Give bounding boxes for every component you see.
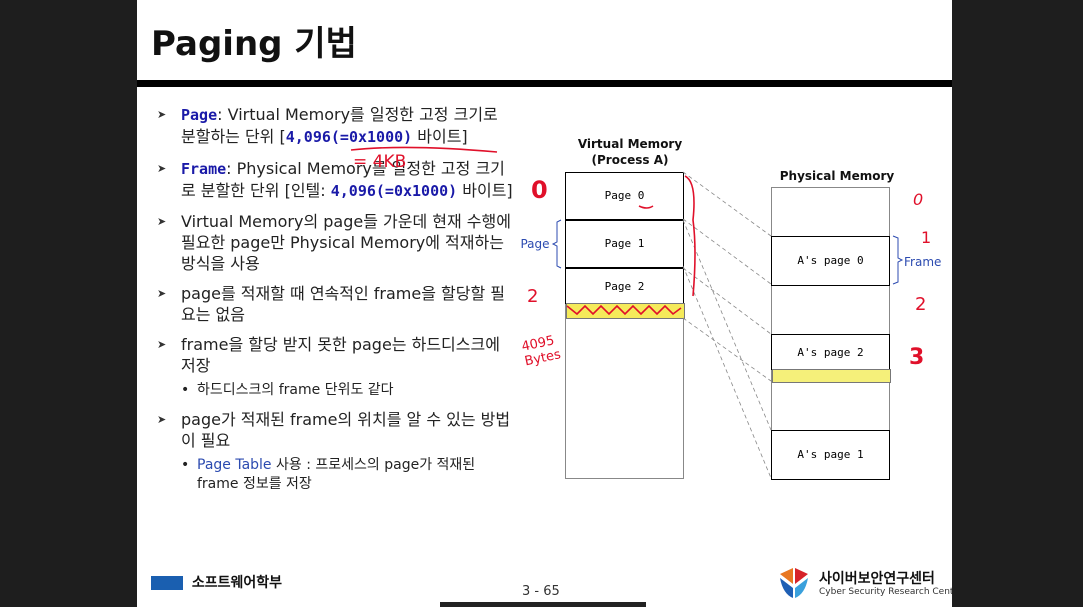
handwritten-4kb: = 4KB	[353, 152, 407, 172]
slide: Paging 기법 ➤ Page: Virtual Memory를 일정한 고정…	[137, 0, 952, 607]
handwritten-3: 3	[909, 345, 925, 370]
footer-center-title: 사이버보안연구센터	[819, 571, 935, 587]
bullet-arrow-icon: ➤	[157, 413, 167, 426]
vm-title: Virtual Memory (Process A)	[565, 136, 695, 168]
bullet-disk: ➤ frame을 할당 받지 못한 page는 하드디스크에 저장	[155, 334, 517, 376]
bottom-scroll-indicator	[440, 602, 646, 607]
page-number: 3 - 65	[522, 584, 560, 599]
bullet-dot-icon: •	[181, 457, 190, 473]
footer-center-subtitle: Cyber Security Research Center	[819, 587, 952, 597]
handwritten-vm-2: 2	[527, 286, 539, 307]
vm-page-1: Page 1	[565, 220, 684, 268]
handwritten-2: 2	[915, 294, 927, 315]
bullet-arrow-icon: ➤	[157, 108, 167, 121]
frame-bracket-label: Frame	[904, 255, 942, 269]
pm-frame-page-0: A's page 0	[771, 236, 890, 286]
bullet-text: Virtual Memory의 page들 가운데 현재 수행에 필요한 pag…	[181, 212, 511, 273]
vm-page-0: Page 0	[565, 172, 684, 220]
pm-frame-page-1: A's page 1	[771, 430, 890, 480]
bullet-location: ➤ page가 적재된 frame의 위치를 알 수 있는 방법이 필요	[155, 409, 517, 451]
bullet-list: ➤ Page: Virtual Memory를 일정한 고정 크기로 분할하는 …	[155, 104, 517, 503]
page-title: Paging 기법	[151, 24, 357, 64]
value-frame-size: 4,096(=0x1000)	[330, 182, 458, 200]
cyber-center-logo-icon	[777, 566, 811, 600]
bullet-page: ➤ Page: Virtual Memory를 일정한 고정 크기로 분할하는 …	[155, 104, 517, 148]
term-page-table: Page Table	[197, 457, 272, 473]
bullet-load: ➤ Virtual Memory의 page들 가운데 현재 수행에 필요한 p…	[155, 211, 517, 274]
bullet-arrow-icon: ➤	[157, 338, 167, 351]
vm-title-line2: (Process A)	[591, 153, 669, 167]
bullet-noncontiguous: ➤ page를 적재할 때 연속적인 frame을 할당할 필요는 없음	[155, 283, 517, 325]
term-page: Page	[181, 106, 218, 124]
sub-bullet-disk: • 하드디스크의 frame 단위도 같다	[155, 381, 517, 400]
bullet-frame: ➤ Frame: Physical Memory를 일정한 고정 크기로 분할한…	[155, 158, 517, 202]
sub-bullet-page-table: • Page Table 사용 : 프로세스의 page가 적재된 frame …	[155, 456, 517, 494]
bullet-text: 바이트]	[457, 181, 513, 200]
bullet-arrow-icon: ➤	[157, 215, 167, 228]
title-rule	[137, 80, 952, 87]
bullet-dot-icon: •	[181, 382, 190, 398]
bullet-text: : Physical Memory를 일정한 고정 크기로 분할한 단위 [인텔…	[181, 159, 505, 200]
handwritten-0: 0	[913, 190, 924, 209]
bullet-text: : Virtual Memory를 일정한 고정 크기로 분할하는 단위 [	[181, 105, 498, 146]
bullet-text: 사용 : 프로세스의 page가 적재된 frame 정보를 저장	[197, 457, 476, 492]
university-logo-icon	[151, 576, 183, 590]
bullet-text: 바이트]	[412, 127, 468, 146]
footer-left: 소프트웨어학부	[151, 572, 282, 592]
diagram-lines	[350, 146, 904, 479]
footer-department: 소프트웨어학부	[191, 575, 283, 591]
vm-page-2-partial	[566, 303, 685, 319]
bullet-text: page가 적재된 frame의 위치를 알 수 있는 방법이 필요	[181, 410, 511, 450]
value-page-size: 4,096(=0x1000)	[285, 128, 413, 146]
bullet-arrow-icon: ➤	[157, 287, 167, 300]
bullet-arrow-icon: ➤	[157, 162, 167, 175]
bullet-text: frame을 할당 받지 못한 page는 하드디스크에 저장	[181, 335, 500, 375]
handwritten-vm-0: 0	[531, 176, 548, 204]
bullet-text: page를 적재할 때 연속적인 frame을 할당할 필요는 없음	[181, 284, 506, 324]
page-bracket-label: Page	[520, 237, 550, 251]
pm-title: Physical Memory	[779, 169, 895, 183]
vm-title-line1: Virtual Memory	[577, 137, 683, 151]
term-frame: Frame	[181, 160, 227, 178]
bullet-text: 하드디스크의 frame 단위도 같다	[197, 382, 394, 398]
pm-frame-page-2-partial	[772, 369, 891, 383]
handwritten-1: 1	[921, 228, 932, 247]
vm-page-2: Page 2	[565, 268, 684, 304]
